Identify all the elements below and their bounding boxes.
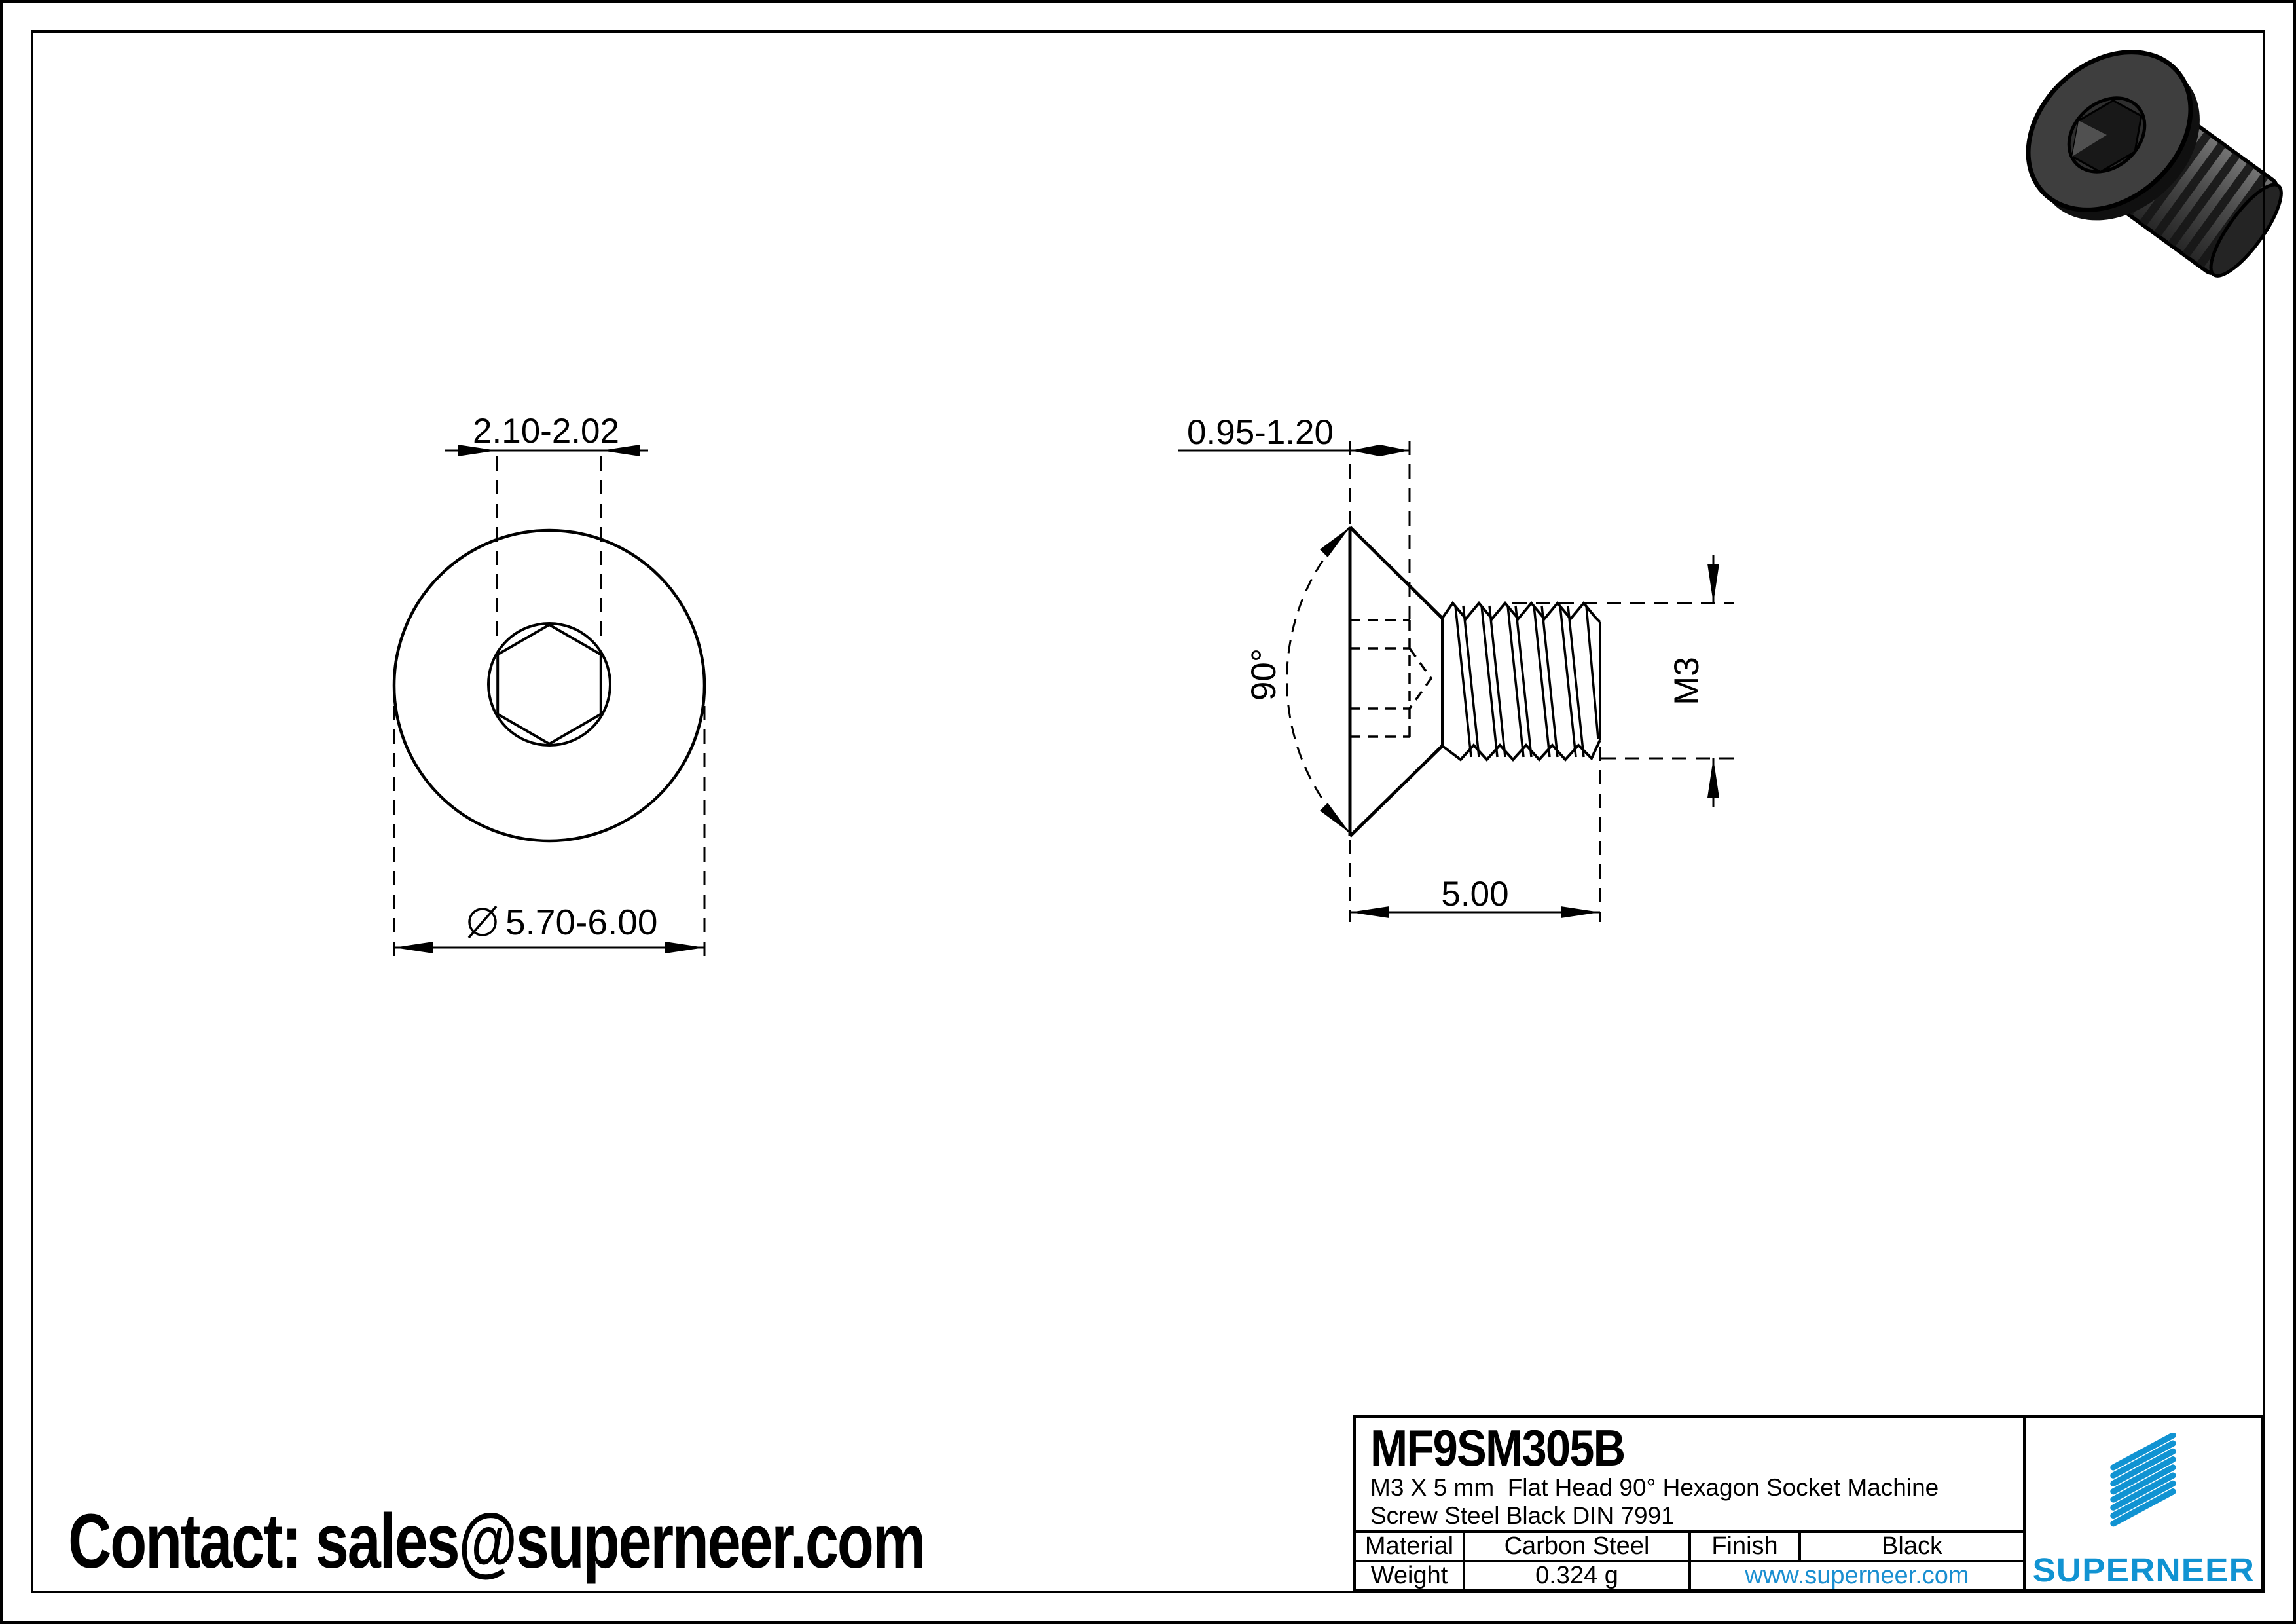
title-area: MF9SM305B M3 X 5 mm Flat Head 90° Hexago…	[1356, 1418, 2023, 1530]
arrowhead	[1707, 564, 1719, 603]
thread-crest-top	[1441, 600, 1601, 623]
arrowhead	[601, 445, 640, 456]
arrowhead	[665, 942, 704, 953]
side-view-drawing	[1178, 441, 1734, 922]
head-outline-circle	[392, 528, 706, 843]
brand-logo-cell: SUPERNEER	[2026, 1418, 2261, 1589]
material-label: Material	[1364, 1533, 1454, 1560]
front-socket-dim-label: 2.10-2.02	[473, 412, 619, 451]
thread-flanks	[1454, 605, 1599, 758]
side-length-dim-label: 5.00	[1441, 875, 1508, 913]
side-angle-dim-label: 90°	[1245, 648, 1283, 701]
arrowhead	[1561, 906, 1600, 918]
material-value: Carbon Steel	[1463, 1533, 1688, 1560]
arrowhead	[458, 445, 497, 456]
contact-line: Contact: sales@superneer.com	[68, 1498, 926, 1585]
front-socket-dimension	[445, 445, 648, 643]
countersink-cone-top	[1349, 526, 1444, 619]
side-thread-dim-label: M3	[1667, 657, 1706, 705]
arrowhead	[1320, 527, 1350, 557]
weight-website-row: Weight 0.324 g www.superneer.com	[1356, 1560, 2023, 1589]
arrowhead	[1350, 445, 1380, 456]
weight-label: Weight	[1370, 1562, 1448, 1589]
arrowhead	[1707, 758, 1719, 798]
part-number: MF9SM305B	[1370, 1419, 1626, 1477]
socket-circle	[487, 622, 611, 747]
side-head-height-dimension	[1178, 441, 1411, 922]
screw-3d-render	[2026, 50, 2283, 278]
diameter-symbol-icon	[468, 908, 497, 936]
countersink-cone-bottom	[1349, 745, 1444, 838]
arrowhead	[394, 942, 433, 953]
arrowhead	[1320, 803, 1350, 833]
weight-value: 0.324 g	[1463, 1562, 1688, 1589]
side-head-height-dim-label: 0.95-1.20	[1187, 413, 1334, 452]
thread-crest-bottom	[1441, 739, 1601, 762]
brand-logo-icon	[2110, 1433, 2176, 1527]
brand-name: SUPERNEER	[2032, 1551, 2255, 1589]
front-view-drawing	[392, 445, 706, 957]
front-diameter-dimension	[393, 706, 706, 957]
front-diameter-dim-label: 5.70-6.00	[505, 902, 657, 942]
finish-value: Black	[1798, 1533, 2023, 1560]
side-thread-dimension	[1512, 555, 1734, 807]
side-length-dimension	[1350, 747, 1601, 922]
arrowhead	[1350, 906, 1389, 918]
title-block-left: MF9SM305B M3 X 5 mm Flat Head 90° Hexago…	[1356, 1418, 2026, 1589]
finish-label: Finish	[1688, 1533, 1798, 1560]
diameter-symbol-icon	[467, 905, 498, 939]
part-description-line1: M3 X 5 mm Flat Head 90° Hexagon Socket M…	[1370, 1474, 1939, 1501]
website-link[interactable]: www.superneer.com	[1688, 1562, 2023, 1589]
material-finish-row: Material Carbon Steel Finish Black	[1356, 1530, 2023, 1560]
hex-socket-facet-highlight	[2072, 120, 2107, 157]
side-angle-dimension	[1286, 526, 1351, 834]
hidden-hex-socket	[1350, 619, 1433, 738]
title-block: MF9SM305B M3 X 5 mm Flat Head 90° Hexago…	[1353, 1415, 2264, 1592]
hex-socket-outline	[496, 623, 602, 746]
arrowhead	[1379, 445, 1410, 456]
part-description-line2: Screw Steel Black DIN 7991	[1370, 1502, 1675, 1529]
